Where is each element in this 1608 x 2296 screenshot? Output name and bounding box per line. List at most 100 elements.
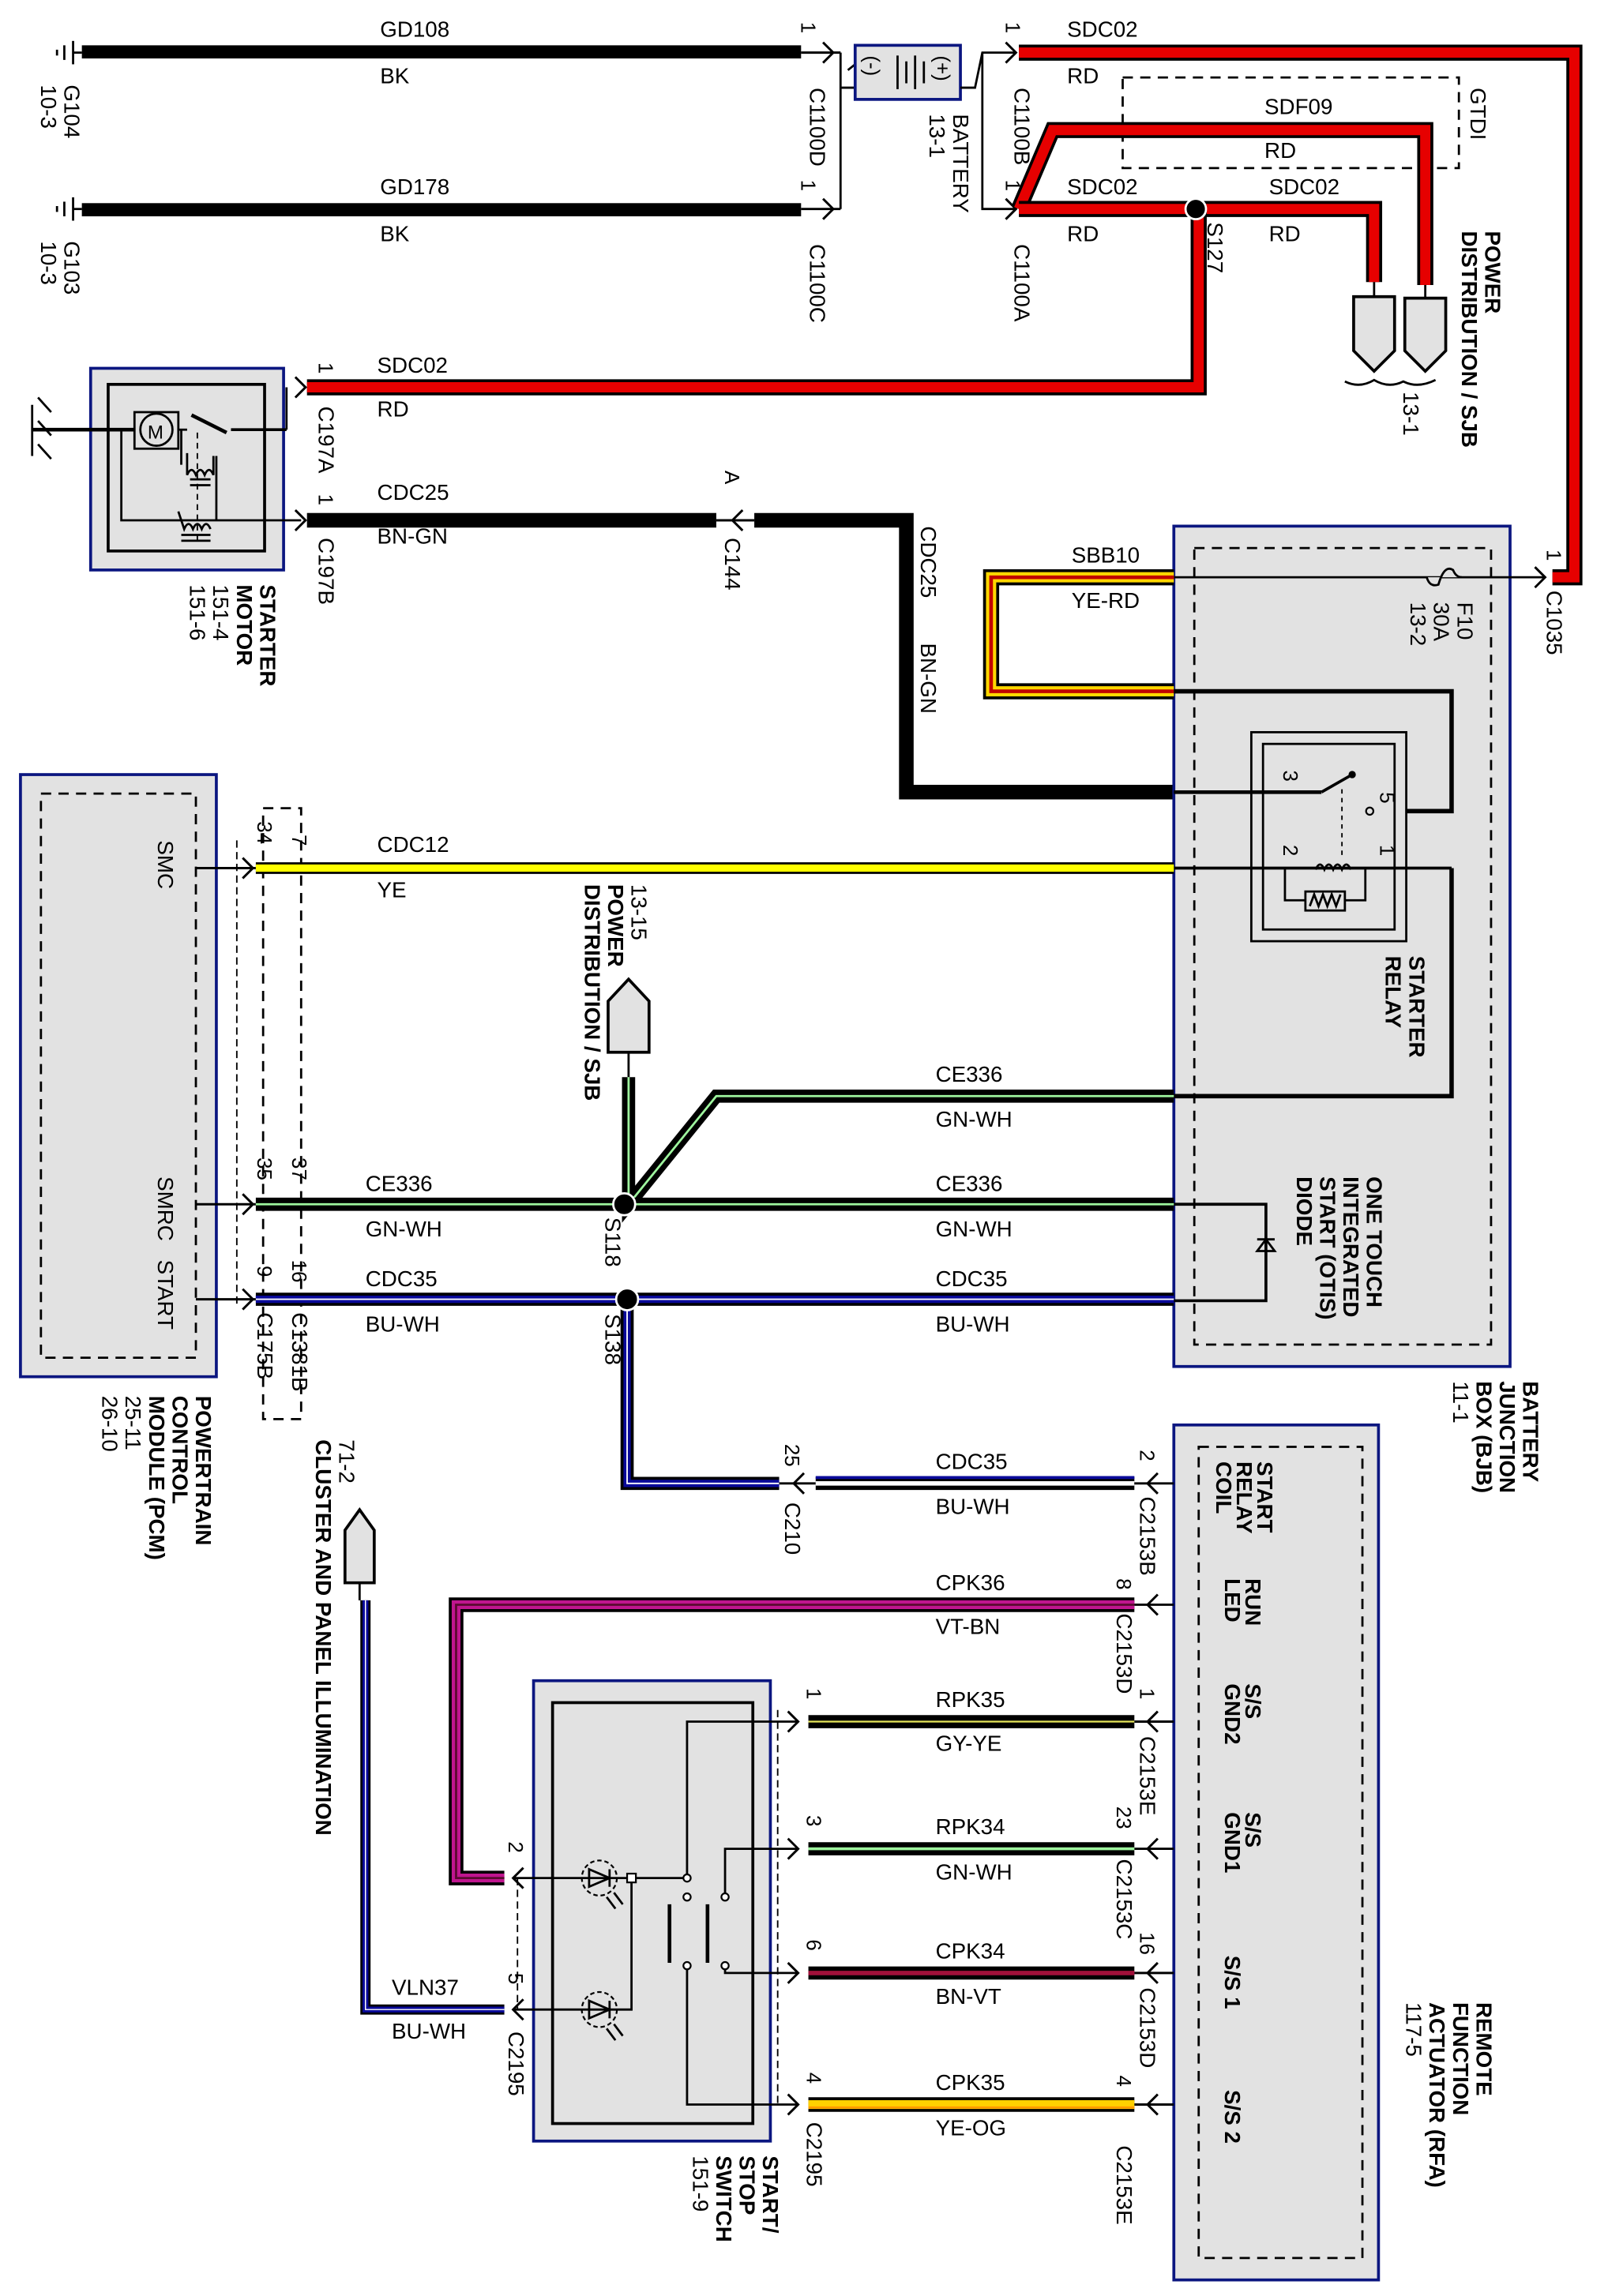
wire-cdc35-c210-to-rfa[interactable] <box>815 1476 1135 1491</box>
wire-color-label: RD <box>1067 64 1099 88</box>
sjb-stub-left[interactable] <box>1352 282 1396 373</box>
connector-c1100a[interactable]: 1 C1100A <box>1001 180 1034 322</box>
connector-c175b-name: C175B <box>253 1312 277 1379</box>
connector-c2153e-gnd2[interactable]: 1 C2153E <box>1134 1688 1174 1815</box>
battery-name: BATTERY <box>949 114 973 212</box>
rfa-pin-label: S/S 2 <box>1220 2090 1245 2144</box>
sjb-ref: 13-1 <box>1399 392 1423 436</box>
sjb-stub-mid[interactable] <box>607 977 651 1078</box>
connector-c2153d-run[interactable]: 8 C2153D <box>1112 1578 1174 1694</box>
connector-c197b[interactable]: 1 C197B <box>294 494 339 605</box>
wire-sdc02-battery-to-c1035[interactable] <box>1019 44 1583 586</box>
starter-relay[interactable]: 3 5 2 1 <box>1174 730 1407 943</box>
wire-cdc25-c144-to-bjb[interactable] <box>754 512 1174 800</box>
connector-name: C2153B <box>1136 1496 1160 1575</box>
connector-c2195-right[interactable]: 1 3 6 4 C2195 <box>787 1688 827 2187</box>
switch-name-line2: STOP <box>735 2155 760 2215</box>
fuse-icon[interactable] <box>1426 567 1463 587</box>
connector-arrow-icon <box>822 41 836 64</box>
connector-name: C1100B <box>1010 88 1035 165</box>
connector-arrow-icon <box>242 1288 255 1311</box>
relay-pin: 3 <box>1279 771 1301 782</box>
wire-gd108[interactable] <box>81 45 802 59</box>
wire-color-label: GN-WH <box>936 1217 1013 1241</box>
wire-color-label: GN-WH <box>366 1217 442 1241</box>
connector-c197a[interactable]: 1 C197A <box>294 362 339 474</box>
wire-vln37[interactable] <box>360 1600 505 2015</box>
connector-arrow-icon <box>822 197 836 220</box>
remote-function-actuator[interactable] <box>1172 1423 1381 2282</box>
wire-sdc02-c1100a-to-sjb[interactable] <box>1019 201 1383 283</box>
connector-c2153c[interactable]: 23 C2153C <box>1112 1806 1174 1939</box>
connector-c1100b[interactable]: 1 C1100B <box>1001 22 1034 166</box>
connector-c175b-pin-9[interactable]: 9 16 <box>196 1260 310 1311</box>
connector-arrow-icon <box>791 1472 806 1495</box>
led-icon <box>580 1859 624 1910</box>
connector-c144[interactable]: A C144 <box>716 471 755 591</box>
connector-pin: 2 <box>1136 1450 1158 1461</box>
relay-coil-icon <box>1283 863 1367 912</box>
connector-pin: 37 <box>287 1157 310 1180</box>
starter-ref2: 151-6 <box>186 584 210 640</box>
wire-circuit-label: CDC35 <box>936 1449 1008 1473</box>
splice-label: S138 <box>600 1314 625 1365</box>
starter-motor[interactable]: M <box>32 366 302 572</box>
connector-c175b-pin-35[interactable]: 35 37 <box>196 1157 310 1216</box>
connector-pin: A <box>720 471 742 485</box>
relay-name-line1: STARTER <box>1404 956 1429 1058</box>
led-icon <box>580 1990 624 2041</box>
connector-pin: 1 <box>314 362 336 373</box>
battery[interactable]: (-) (+) BATTERY 13-1 <box>853 43 973 213</box>
wire-sbb10[interactable] <box>982 568 1174 700</box>
start-stop-switch[interactable] <box>514 1679 797 2143</box>
rfa-pin-label: S/S 1 <box>1220 1956 1245 2009</box>
rfa-ref: 117-5 <box>1402 2002 1426 2057</box>
connector-c210[interactable]: 25 C210 <box>779 1444 816 1555</box>
wire-sdc02-s127-to-starter[interactable] <box>306 208 1207 396</box>
sjb-mid-ref: 13-15 <box>627 884 652 940</box>
connector-c2153d-ss1[interactable]: 16 C2153D <box>1134 1932 1174 2068</box>
wire-gd178[interactable] <box>81 203 802 216</box>
connector-arrow-icon <box>1145 1710 1159 1733</box>
powertrain-control-module[interactable] <box>19 773 218 1379</box>
fuse-rating: 30A <box>1430 602 1454 642</box>
otis-diode[interactable] <box>1174 1202 1277 1303</box>
sjb-mid-name-line1: POWER <box>603 884 628 967</box>
wire-cpk35[interactable] <box>808 2097 1135 2112</box>
diode-icon <box>1255 1237 1277 1252</box>
wire-sdf09[interactable] <box>1011 122 1433 285</box>
gtdi-label: GTDI <box>1466 88 1490 140</box>
wire-circuit-label: SDC02 <box>1067 174 1137 199</box>
connector-c175b-pin-34[interactable]: 34 7 <box>196 821 310 880</box>
cluster-stub[interactable] <box>343 1506 376 1600</box>
connector-c1100c[interactable]: 1 C1100C <box>796 180 841 323</box>
wire-color-label: BN-GN <box>916 643 941 713</box>
connector-c1035[interactable]: 1 C1035 <box>1534 550 1566 655</box>
connector-c1100d[interactable]: 1 C1100D <box>796 22 841 167</box>
wire-color-label: BN-VT <box>936 1984 1001 2009</box>
wire-cpk36[interactable] <box>449 1597 1135 1885</box>
switch-contacts-icon <box>667 1904 710 1963</box>
connector-arrow-icon <box>511 1866 524 1889</box>
connector-pin: 9 <box>253 1266 275 1277</box>
wire-circuit-label: RPK35 <box>936 1687 1005 1712</box>
connector-c2153e-ss2[interactable]: 4 C2153E <box>1112 2075 1174 2225</box>
connector-name: C144 <box>720 538 745 590</box>
wire-circuit-label: CE336 <box>936 1062 1003 1086</box>
connector-c2195-left[interactable]: 2 5 C2195 <box>504 1841 528 2095</box>
ground-g103: G103 10-3 <box>36 197 84 295</box>
connector-arrow-icon <box>787 1710 800 1733</box>
wire-ce336-s118-to-relay[interactable] <box>622 1077 1174 1223</box>
connector-name: C1035 <box>1542 591 1566 655</box>
connector-name: C210 <box>780 1503 805 1555</box>
battery-junction-box[interactable] <box>1172 524 1512 1368</box>
sjb-stub-right[interactable] <box>1403 284 1448 373</box>
connector-arrow-icon <box>294 508 307 531</box>
wire-cdc35-s138-to-c210[interactable] <box>620 1299 780 1491</box>
connector-pin: 8 <box>1112 1578 1134 1589</box>
otis-line4: DIODE <box>1292 1176 1317 1246</box>
connector-c2153b[interactable]: 2 C2153B <box>1134 1450 1174 1576</box>
wire-cdc25-starter-to-c144[interactable] <box>306 512 716 528</box>
connector-pin: 3 <box>802 1815 825 1826</box>
